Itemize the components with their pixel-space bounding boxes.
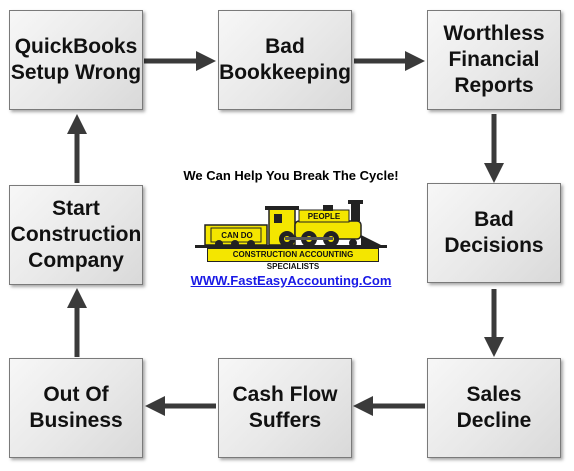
box-sales-decline: Sales Decline	[427, 358, 561, 458]
box-label: Cash Flow Suffers	[232, 383, 338, 432]
box-label: Worthless Financial Reports	[443, 22, 545, 97]
train-logo: CAN DO PEOPLE CONSTRUCTION ACCOUNTING SP…	[191, 197, 391, 271]
tagline: We Can Help You Break The Cycle!	[183, 168, 399, 183]
logo-caption: CONSTRUCTION ACCOUNTING SPECIALISTS	[207, 248, 379, 271]
box-worthless-financial-reports: Worthless Financial Reports	[427, 10, 561, 110]
train-icon	[195, 200, 387, 248]
box-label: Sales Decline	[456, 383, 532, 432]
website-link[interactable]: WWW.FastEasyAccounting.Com	[190, 273, 392, 288]
box-label: Bad Decisions	[444, 208, 544, 257]
box-label: Out Of Business	[29, 383, 123, 432]
box-start-construction-company: Start Construction Company	[9, 185, 143, 285]
logo-people-text: PEOPLE	[307, 212, 341, 221]
box-quickbooks-setup-wrong: QuickBooks Setup Wrong	[9, 10, 143, 110]
box-bad-bookkeeping: Bad Bookkeeping	[218, 10, 352, 110]
box-label: Start Construction Company	[10, 197, 142, 272]
box-cash-flow-suffers: Cash Flow Suffers	[218, 358, 352, 458]
center-panel: We Can Help You Break The Cycle!	[160, 162, 422, 290]
box-label: Bad Bookkeeping	[219, 35, 351, 84]
box-label: QuickBooks Setup Wrong	[10, 35, 142, 84]
logo-cando-text: CAN DO	[221, 231, 253, 240]
box-out-of-business: Out Of Business	[9, 358, 143, 458]
box-bad-decisions: Bad Decisions	[427, 183, 561, 283]
